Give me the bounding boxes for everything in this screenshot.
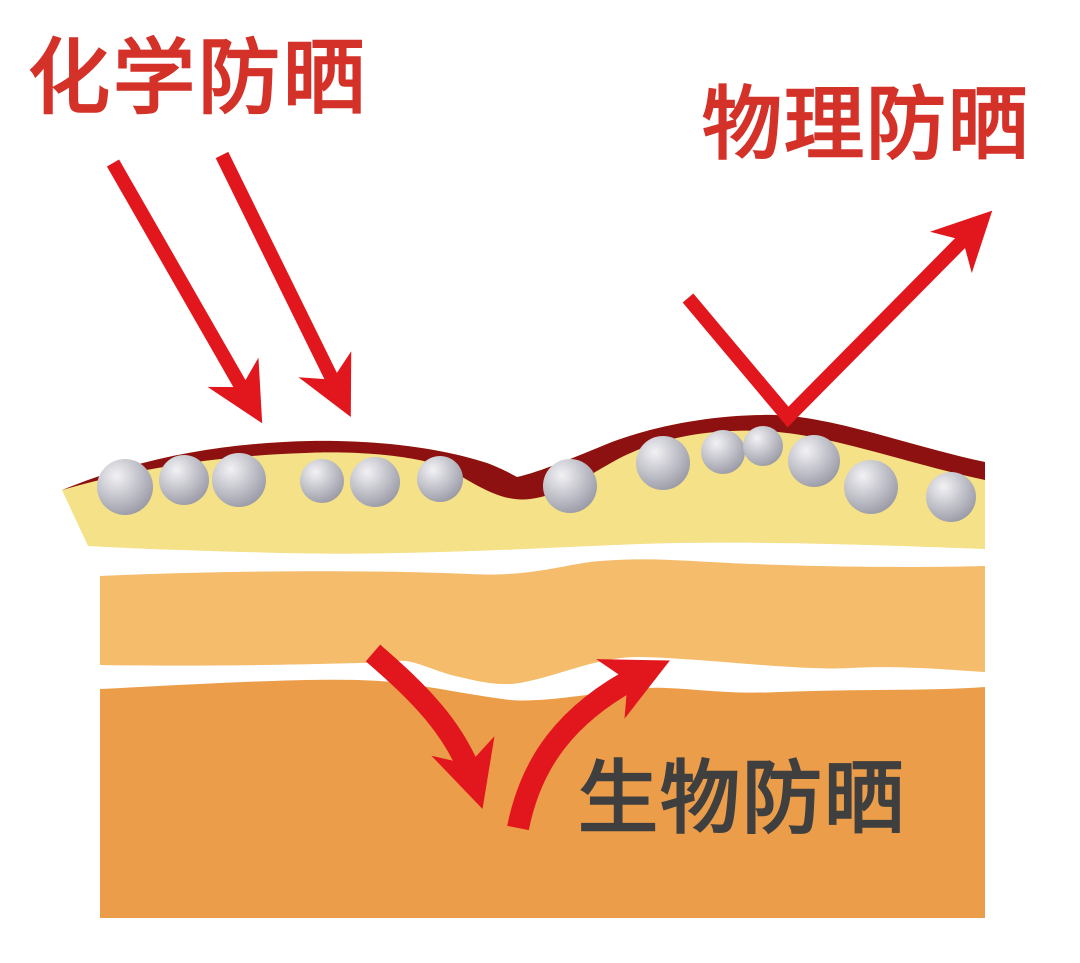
particle-icon <box>844 460 898 514</box>
chemical-uv-arrows <box>106 151 352 424</box>
bio-absorb-arrow-icon <box>365 644 495 810</box>
particle-icon <box>417 456 463 502</box>
particle-icon <box>212 453 266 507</box>
particle-icon <box>97 459 153 515</box>
chemical-sunscreen-label: 化学防晒 <box>28 33 368 124</box>
uv-ray-arrow-icon <box>106 159 263 424</box>
skin-layer-subcutis <box>100 679 985 918</box>
uv-ray-arrow-icon <box>215 151 352 417</box>
particle-icon <box>543 459 597 513</box>
sunscreen-film <box>62 414 985 500</box>
sunscreen-particles <box>97 426 976 522</box>
particle-icon <box>926 472 976 522</box>
uv-bounce-arrow-icon <box>682 210 993 428</box>
particle-icon <box>743 426 783 466</box>
particle-icon <box>350 457 400 507</box>
physical-sunscreen-label: 物理防晒 <box>702 80 1030 169</box>
particle-icon <box>636 436 690 490</box>
particle-icon <box>701 430 745 474</box>
particle-icon <box>159 455 209 505</box>
particle-icon <box>300 459 344 503</box>
biological-sunscreen-label: 生物防晒 <box>578 754 906 843</box>
bio-repair-arrow-icon <box>507 659 670 831</box>
skin-layer-dermis <box>100 559 985 685</box>
particle-icon <box>788 435 840 487</box>
biological-arrows <box>365 644 670 831</box>
